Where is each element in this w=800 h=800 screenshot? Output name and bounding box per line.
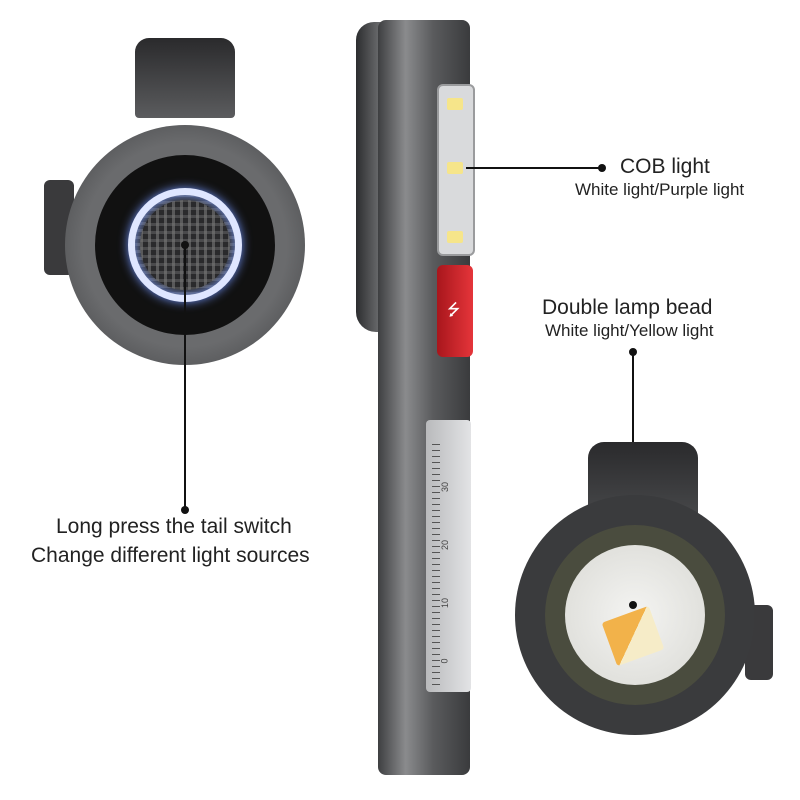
usb-cover-button[interactable]: ⭍ [437, 265, 473, 357]
lamp-pointer-end-dot [629, 601, 637, 609]
ruler-window: 0 10 20 30 [426, 420, 471, 692]
lamp-label-title: Double lamp bead [542, 296, 713, 319]
tail-pointer-end-dot [181, 506, 189, 514]
ruler-tick-20: 20 [440, 539, 451, 551]
ruler-tick-0: 0 [439, 658, 450, 664]
lamp-label-sub: White light/Yellow light [545, 321, 714, 340]
ruler-tick-10: 10 [440, 597, 451, 609]
tail-label-line2: Change different light sources [31, 544, 310, 567]
tail-label-line1: Long press the tail switch [56, 515, 292, 538]
cob-label-title: COB light [620, 155, 710, 178]
ruler-tick-30: 30 [440, 481, 451, 493]
cob-label-sub: White light/Purple light [575, 180, 745, 199]
tail-pointer-line [184, 245, 186, 510]
usb-icon: ⭍ [447, 302, 461, 319]
cob-pointer-dot [598, 164, 606, 172]
cob-strip [437, 84, 475, 256]
cob-pointer-line [466, 167, 602, 169]
tail-clip [135, 38, 235, 118]
